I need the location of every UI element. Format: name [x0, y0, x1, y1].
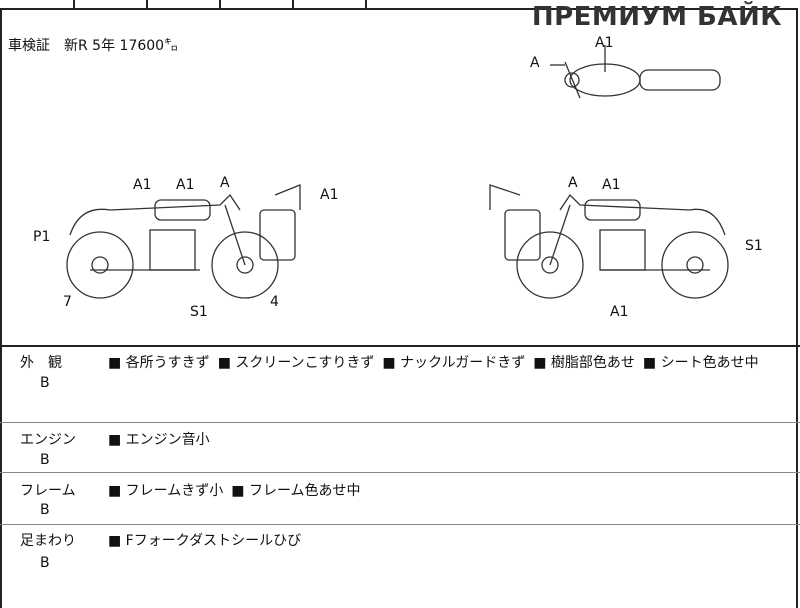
section-grade: B [40, 502, 50, 518]
mark-label: A1 [610, 304, 629, 320]
mark-label: A1 [602, 177, 621, 193]
section-grade: B [40, 452, 50, 468]
section-label: 外 観 [20, 355, 62, 371]
top-cell [292, 0, 367, 8]
divider [0, 472, 800, 473]
mark-label: A [568, 175, 578, 191]
top-cell [219, 0, 294, 8]
item: ■ フレームきず小 [108, 483, 224, 499]
mark-label: A1 [595, 35, 614, 51]
bike-diagrams [66, 45, 729, 299]
mark-label: A1 [133, 177, 152, 193]
top-cell [0, 0, 75, 8]
section-label: 足まわり [20, 533, 76, 549]
inspection-info: 車検証 新R 5年 17600㌔ [8, 38, 179, 54]
section-items: ■ フレームきず小 ■ フレーム色あせ中 [108, 480, 369, 500]
item: ■ フレーム色あせ中 [231, 483, 361, 499]
section-items: ■ 各所うすきず ■ スクリーンこすりきず ■ ナックルガードきず ■ 樹脂部色あせ ■… [108, 352, 767, 372]
mark-label: P1 [33, 229, 51, 245]
mark-label: A [530, 55, 540, 71]
section-grade: B [40, 555, 50, 571]
divider [0, 345, 800, 347]
divider [0, 524, 800, 525]
item: ■ ナックルガードきず [382, 355, 526, 371]
section-items: ■ エンジン音小 [108, 429, 218, 449]
item: ■ エンジン音小 [108, 432, 210, 448]
item: ■ 各所うすきず [108, 355, 210, 371]
mark-label: S1 [745, 238, 763, 254]
divider [0, 422, 800, 423]
mark-label: S1 [190, 304, 208, 320]
watermark: ПРЕМИУМ БАЙК [531, 2, 782, 32]
mark-label: A [220, 175, 230, 191]
mark-label: A1 [320, 187, 339, 203]
left-side-bike [66, 184, 301, 299]
right-side-bike [489, 184, 729, 299]
sheet-frame [0, 8, 798, 608]
section-label: エンジン [20, 432, 76, 448]
section-items: ■ Fフォークダストシールひび [108, 530, 309, 550]
item: ■ スクリーンこすりきず [217, 355, 375, 371]
mark-label: 4 [270, 294, 279, 310]
top-cell [146, 0, 221, 8]
item: ■ Fフォークダストシールひび [108, 533, 302, 549]
top-view-bike [550, 45, 721, 99]
item: ■ シート色あせ中 [642, 355, 759, 371]
section-label: フレーム [20, 483, 76, 499]
item: ■ 樹脂部色あせ [533, 355, 635, 371]
section-grade: B [40, 375, 50, 391]
mark-label: 7 [63, 294, 72, 310]
top-cell [73, 0, 148, 8]
mark-label: A1 [176, 177, 195, 193]
